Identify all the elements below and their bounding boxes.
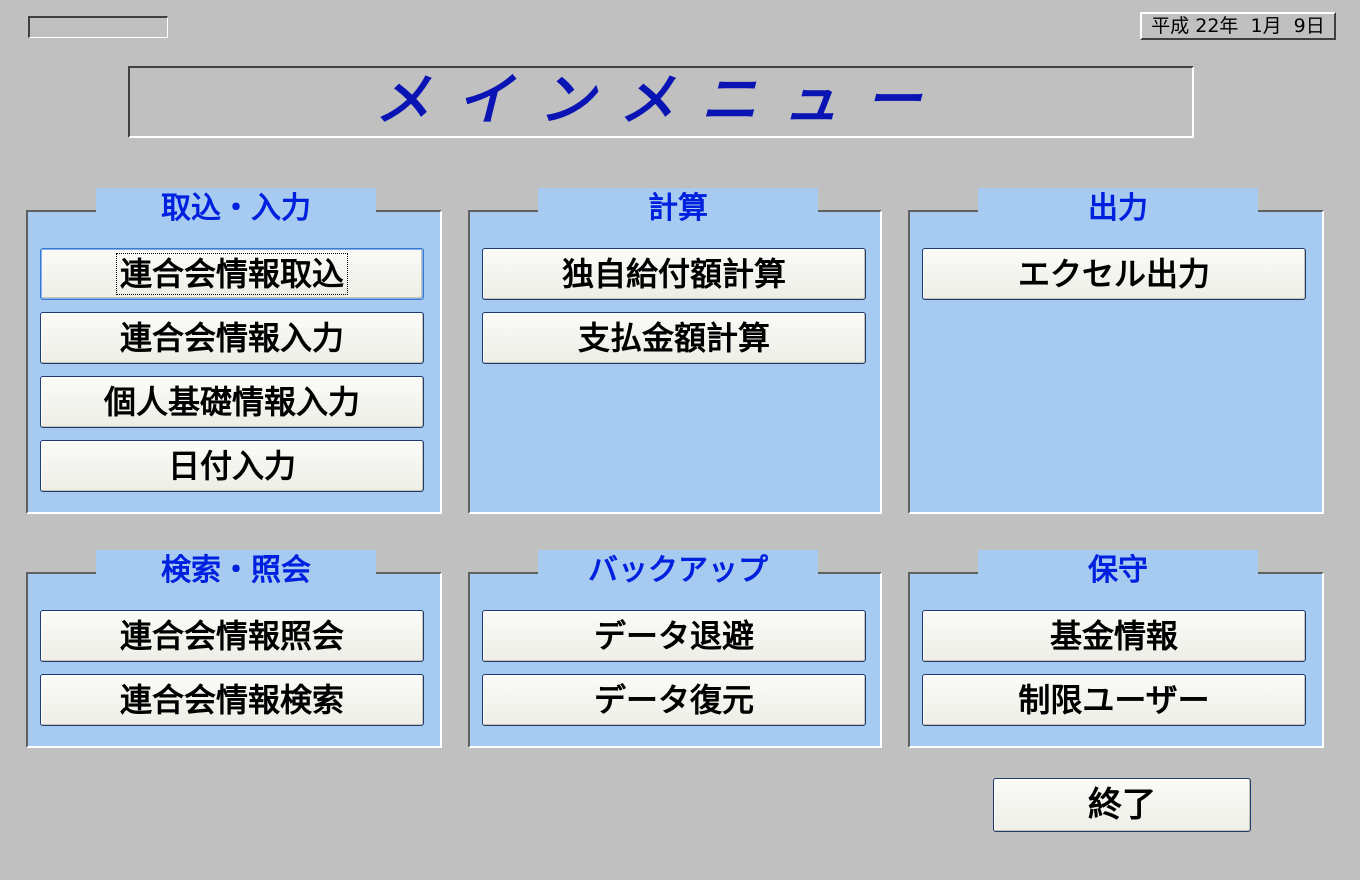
input-federation-info-button[interactable]: 連合会情報入力 bbox=[40, 312, 424, 364]
group-title-backup: バックアップ bbox=[538, 550, 818, 596]
search-federation-info-button[interactable]: 連合会情報検索 bbox=[40, 674, 424, 726]
date-display: 平成 22年 1月 9日 bbox=[1140, 12, 1336, 40]
group-import-input: 取込・入力 連合会情報取込 連合会情報入力 個人基礎情報入力 日付入力 bbox=[26, 188, 442, 514]
import-federation-info-button[interactable]: 連合会情報取込 bbox=[40, 248, 424, 300]
group-title-calc: 計算 bbox=[538, 188, 818, 234]
input-personal-basic-info-button[interactable]: 個人基礎情報入力 bbox=[40, 376, 424, 428]
exit-button[interactable]: 終了 bbox=[993, 778, 1251, 832]
group-calc: 計算 独自給付額計算 支払金額計算 bbox=[468, 188, 882, 514]
group-title-import-input: 取込・入力 bbox=[96, 188, 376, 234]
calc-own-benefit-button[interactable]: 独自給付額計算 bbox=[482, 248, 866, 300]
group-title-search: 検索・照会 bbox=[96, 550, 376, 596]
group-output: 出力 エクセル出力 bbox=[908, 188, 1324, 514]
view-federation-info-button[interactable]: 連合会情報照会 bbox=[40, 610, 424, 662]
group-maintenance: 保守 基金情報 制限ユーザー bbox=[908, 550, 1324, 748]
restore-data-button[interactable]: データ復元 bbox=[482, 674, 866, 726]
status-field bbox=[28, 16, 168, 38]
fund-info-button[interactable]: 基金情報 bbox=[922, 610, 1306, 662]
input-date-button[interactable]: 日付入力 bbox=[40, 440, 424, 492]
page-title: メインメニュー bbox=[128, 66, 1194, 138]
excel-output-button[interactable]: エクセル出力 bbox=[922, 248, 1306, 300]
backup-data-button[interactable]: データ退避 bbox=[482, 610, 866, 662]
restricted-user-button[interactable]: 制限ユーザー bbox=[922, 674, 1306, 726]
group-search: 検索・照会 連合会情報照会 連合会情報検索 bbox=[26, 550, 442, 748]
group-title-maintenance: 保守 bbox=[978, 550, 1258, 596]
group-backup: バックアップ データ退避 データ復元 bbox=[468, 550, 882, 748]
calc-payment-amount-button[interactable]: 支払金額計算 bbox=[482, 312, 866, 364]
group-title-output: 出力 bbox=[978, 188, 1258, 234]
